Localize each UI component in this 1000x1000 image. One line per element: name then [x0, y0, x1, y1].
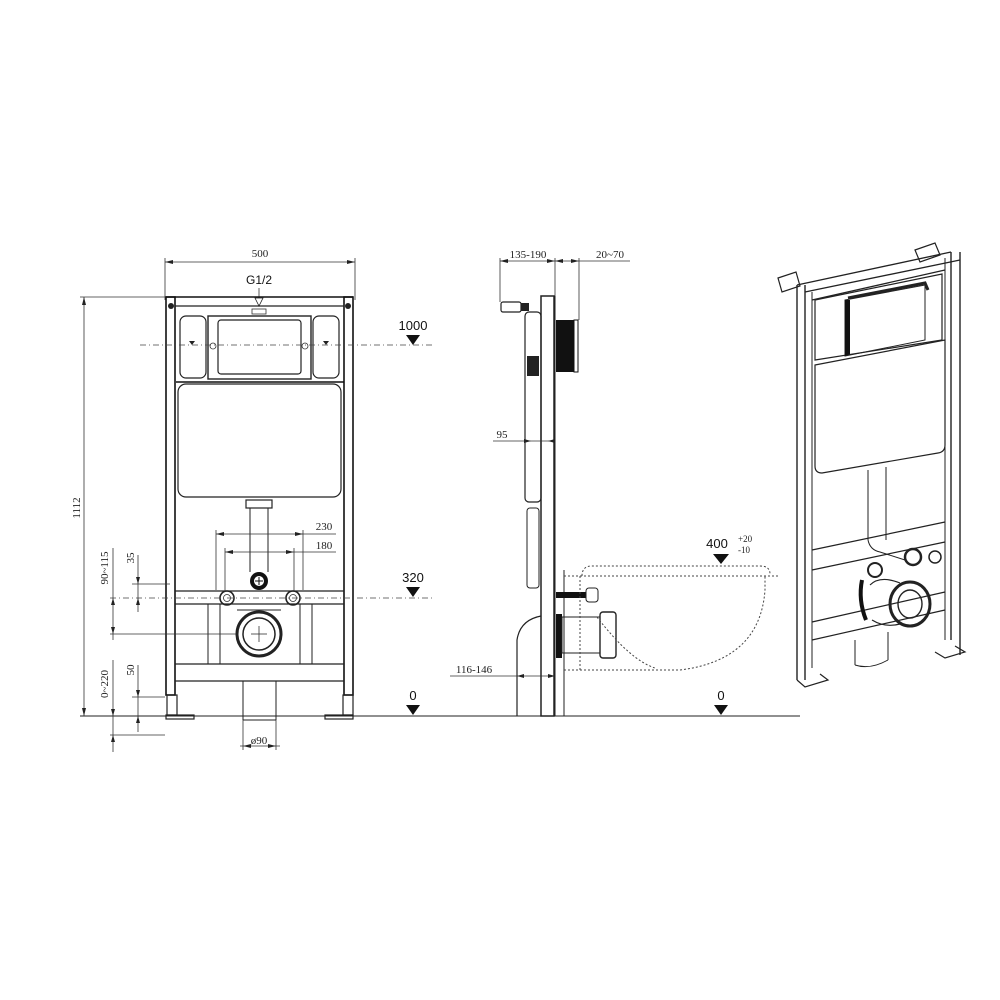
- level-320: 320: [402, 570, 424, 585]
- dim-116-146: 116-146: [456, 664, 493, 676]
- dim-0-220: 0~220: [99, 670, 111, 698]
- dim-height-1112: 1112: [71, 497, 83, 518]
- side-view: 135-190 20~70 95 116-146: [450, 249, 780, 717]
- dim-drain-90: ø90: [251, 735, 268, 747]
- iso-view: [777, 242, 967, 688]
- dim-50: 50: [125, 664, 137, 676]
- dim-90-115: 90~115: [99, 551, 111, 585]
- dim-95: 95: [497, 429, 509, 441]
- dim-35: 35: [125, 552, 137, 564]
- dim-135-190: 135-190: [510, 249, 547, 261]
- dim-width-500: 500: [252, 248, 269, 260]
- level-0-front: 0: [409, 688, 416, 703]
- dim-20-70: 20~70: [596, 249, 624, 261]
- level-1000: 1000: [399, 318, 428, 333]
- bowl-tol-plus: +20: [738, 534, 753, 544]
- dim-180: 180: [316, 540, 333, 552]
- front-view: 500 G1/2: [71, 248, 800, 752]
- dim-230: 230: [316, 521, 333, 533]
- inlet-label: G1/2: [246, 273, 272, 287]
- bowl-height-400: 400: [706, 536, 728, 551]
- level-0-side: 0: [717, 688, 724, 703]
- bowl-tol-minus: -10: [738, 545, 750, 555]
